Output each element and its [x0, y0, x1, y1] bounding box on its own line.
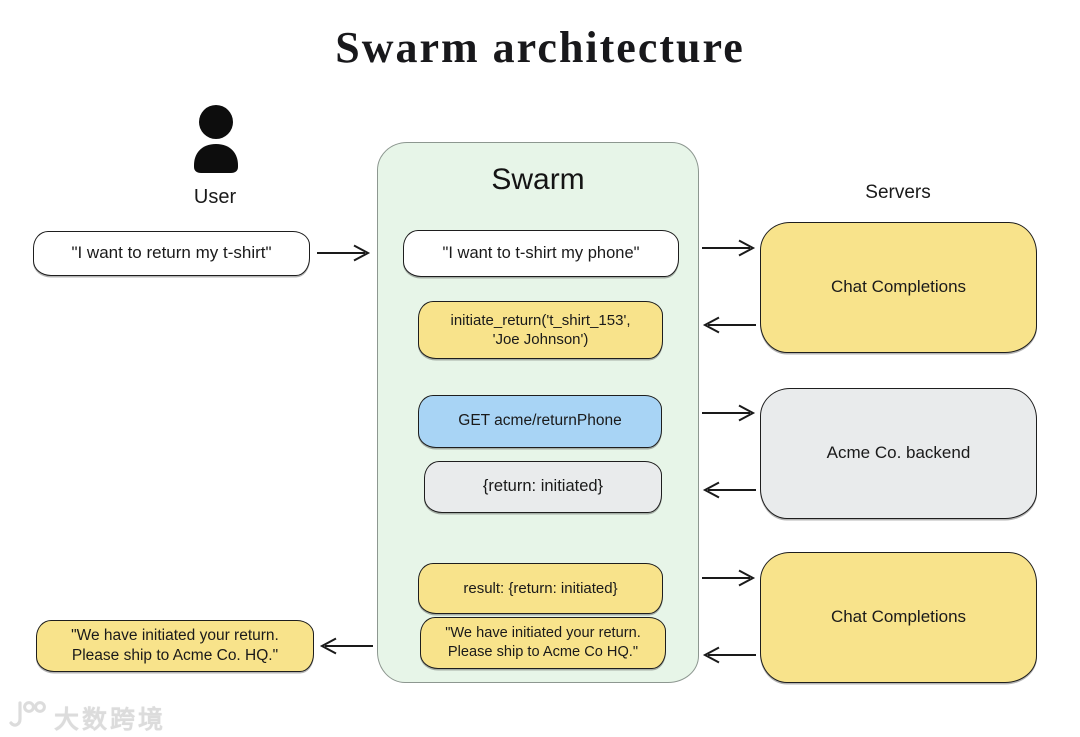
arrow-swarm-to-acme-backend [701, 403, 757, 423]
swarm-assistant-reply-box: "We have initiated your return. Please s… [420, 617, 666, 669]
server-chat-completions-box-1: Chat Completions [760, 222, 1037, 353]
user-icon [187, 103, 245, 180]
diagram-title: Swarm architecture [335, 23, 745, 72]
swarm-tool-result-box: result: {return: initiated} [418, 563, 663, 614]
swarm-api-response-box: {return: initiated} [424, 461, 662, 513]
user-reply-text: "We have initiated your return. Please s… [71, 626, 279, 664]
arrow-swarm-to-chat-completions-1 [701, 238, 757, 258]
arrow-swarm-to-chat-completions-2 [701, 568, 757, 588]
swarm-api-call-box: GET acme/returnPhone [418, 395, 662, 448]
swarm-title: Swarm [491, 163, 585, 196]
swarm-tool-call-box: initiate_return('t_shirt_153', 'Joe John… [418, 301, 663, 359]
user-message-text: "I want to return my t-shirt" [71, 243, 272, 263]
server-acme-backend-box: Acme Co. backend [760, 388, 1037, 519]
swarm-user-message-box: "I want to t-shirt my phone" [403, 230, 679, 277]
arrow-acme-backend-to-swarm [701, 480, 757, 500]
arrow-swarm-to-user [318, 636, 374, 656]
user-label: User [193, 186, 237, 208]
arrow-chat-completions-1-to-swarm [701, 315, 757, 335]
arrow-chat-completions-2-to-swarm [701, 645, 757, 665]
user-reply-box: "We have initiated your return. Please s… [36, 620, 314, 672]
user-message-box: "I want to return my t-shirt" [33, 231, 310, 276]
watermark-logo-icon [8, 699, 48, 736]
arrow-user-to-swarm [316, 243, 372, 263]
watermark: 大数跨境 [8, 699, 166, 736]
watermark-text: 大数跨境 [54, 705, 167, 734]
servers-label: Servers [865, 182, 931, 203]
server-chat-completions-box-2: Chat Completions [760, 552, 1037, 683]
